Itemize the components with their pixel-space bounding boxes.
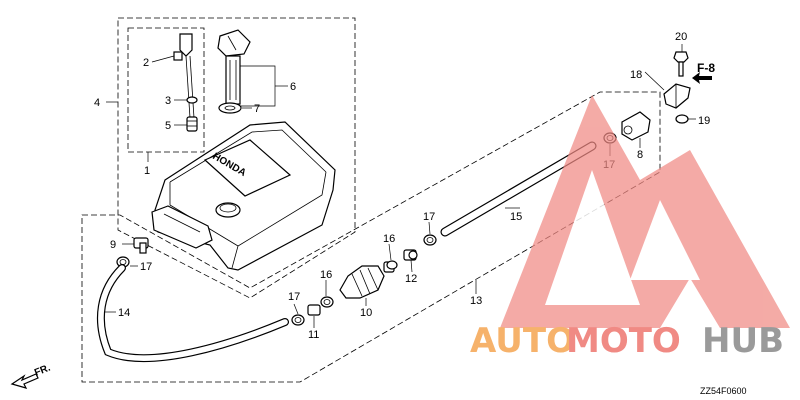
watermark-notch <box>630 200 700 280</box>
label-12: 12 <box>405 273 417 285</box>
diagram-code: ZZ54F0600 <box>700 386 747 396</box>
leader-lines <box>105 44 696 328</box>
label-9: 9 <box>110 239 116 251</box>
connector-8 <box>621 111 651 141</box>
front-label: FR. <box>33 362 52 378</box>
clip-17-mid <box>423 234 437 246</box>
joint-11 <box>307 304 321 316</box>
label-19: 19 <box>698 115 710 127</box>
label-17-lower: 17 <box>288 291 300 303</box>
label-14: 14 <box>118 307 130 319</box>
ring-16-left <box>320 296 334 308</box>
label-3: 3 <box>165 95 171 107</box>
hose-14 <box>96 264 289 363</box>
label-10: 10 <box>360 307 372 319</box>
watermark-logo <box>500 95 790 328</box>
label-2: 2 <box>143 57 149 69</box>
watermark-auto: AUTO <box>470 321 575 361</box>
label-4: 4 <box>94 97 100 109</box>
label-18: 18 <box>630 69 642 81</box>
label-17-mid: 17 <box>423 211 435 223</box>
watermark-hub: HUB <box>702 321 784 361</box>
watermark-text: AUTO MOTO HUB <box>470 321 784 361</box>
breather-valve-2 <box>173 33 195 119</box>
gasket-7 <box>218 102 242 114</box>
label-17-left: 17 <box>140 261 152 273</box>
reference-arrow-icon <box>692 72 712 84</box>
joint-12 <box>403 249 418 261</box>
bolt-20 <box>673 51 689 77</box>
bushing-5 <box>186 116 198 132</box>
front-arrow: FR. <box>10 362 52 389</box>
label-16-left: 16 <box>320 269 332 281</box>
watermark-triangle-inner <box>545 170 640 305</box>
label-1: 1 <box>144 165 150 177</box>
label-20: 20 <box>675 31 687 43</box>
tank-assembly-outline <box>117 17 356 299</box>
label-6: 6 <box>290 81 296 93</box>
label-7: 7 <box>254 103 260 115</box>
watermark-moto: MOTO <box>566 321 681 361</box>
gauge-subassembly-outline <box>127 27 205 153</box>
washer-3 <box>186 96 198 104</box>
label-11: 11 <box>308 329 319 341</box>
front-arrow-icon <box>10 373 39 389</box>
label-8: 8 <box>637 149 643 161</box>
label-16-right: 16 <box>383 233 395 245</box>
part-labels: 2 3 5 4 1 6 7 9 17 14 17 11 16 10 16 12 … <box>94 31 715 341</box>
fuel-gauge <box>217 29 251 105</box>
joint-9 <box>133 237 149 254</box>
bracket-18 <box>663 83 691 109</box>
hose-assembly-outline <box>81 91 661 383</box>
clip-17-lower <box>291 314 305 326</box>
primer-bulb-10 <box>339 261 395 299</box>
ring-16-right <box>386 260 398 270</box>
reference-label: F-8 <box>697 61 715 75</box>
label-5: 5 <box>165 120 171 132</box>
grommet-19 <box>675 114 689 124</box>
label-13: 13 <box>470 295 482 307</box>
label-15: 15 <box>510 211 522 223</box>
fuel-tank: HONDA <box>151 121 336 271</box>
